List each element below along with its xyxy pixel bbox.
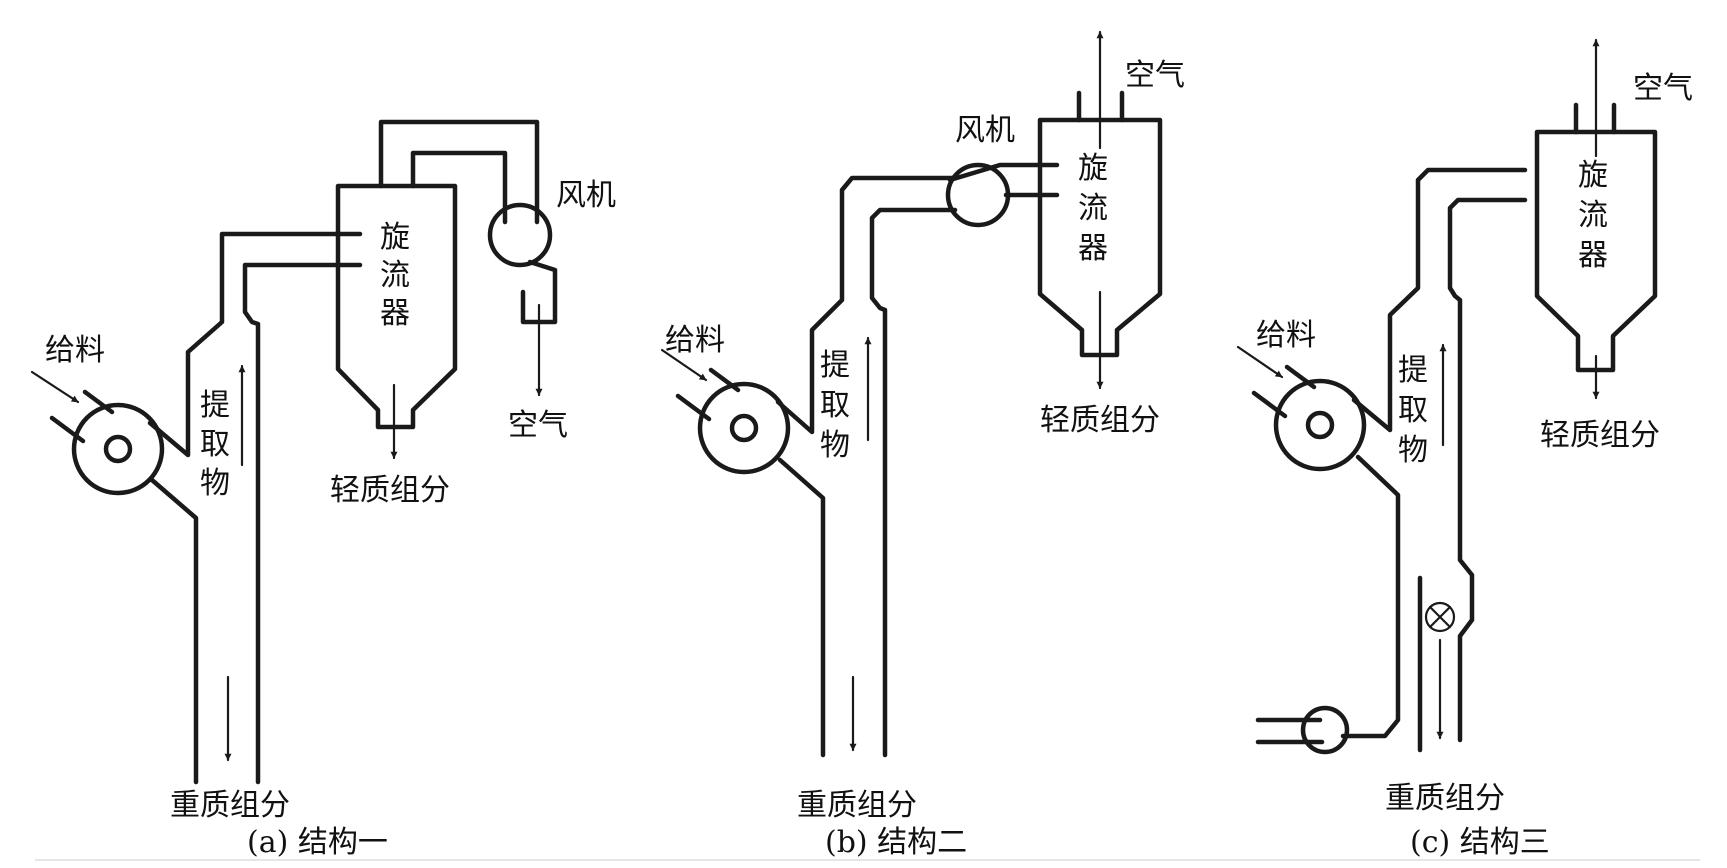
valve-c (1424, 601, 1456, 633)
heavy-label-b: 重质组分 (797, 788, 917, 823)
feed-valve-b (697, 381, 791, 475)
feed-valve-hub-c (1305, 410, 1335, 440)
caption-a: (a) 结构一 (247, 825, 388, 860)
air-label-b: 空气 (1125, 58, 1185, 93)
light-label-a: 轻质组分 (330, 473, 450, 508)
riser-right-wall-a (242, 262, 363, 785)
extract-char-b-1: 提 (820, 348, 850, 383)
fan-duct-outer-a (378, 119, 540, 225)
feed-arrow-c (1236, 345, 1284, 379)
caption-b: (b) 结构二 (825, 825, 967, 860)
cyclone-body-b (1037, 117, 1163, 358)
fan-label-b: 风机 (955, 113, 1015, 148)
feed-label-b: 给料 (665, 323, 725, 358)
feed-label-a: 给料 (45, 333, 105, 368)
riser-right-wall-c (1447, 197, 1528, 743)
extract-char-c-1: 提 (1398, 353, 1428, 388)
cyclone-char-a-2: 流 (380, 258, 410, 293)
cyclone-char-b-2: 流 (1078, 191, 1108, 226)
feed-inlet-wall-b2 (708, 367, 741, 393)
extract-char-b-2: 取 (820, 388, 850, 423)
panel-c: 给料 空气 轻质组分 重质组分 提 取 物 旋 流 器 (c) 结构三 (1236, 38, 1693, 860)
extract-char-a-1: 提 (200, 388, 230, 423)
fan-outlet-a (520, 259, 558, 325)
feed-inlet-wall-a2 (82, 389, 115, 415)
cyclone-char-b-1: 旋 (1078, 151, 1108, 186)
downcomer-left-wall-b (777, 457, 826, 758)
cyclone-char-b-3: 器 (1078, 231, 1108, 266)
air-label-a: 空气 (508, 408, 568, 443)
feed-inlet-wall-c1 (1251, 390, 1288, 419)
fan-label-a: 风机 (556, 178, 616, 213)
panel-b: 给料 风机 空气 轻质组分 重质组分 提 取 物 旋 流 器 (b) 结构二 (660, 30, 1185, 860)
feed-inlet-wall-a1 (49, 415, 86, 444)
riser-left-wall-b (775, 175, 958, 435)
extract-char-c-3: 物 (1398, 433, 1428, 468)
extract-char-a-3: 物 (200, 466, 230, 501)
feed-valve-hub-a (103, 434, 133, 464)
cyclone-char-c-3: 器 (1578, 238, 1608, 273)
heavy-label-c: 重质组分 (1385, 781, 1505, 816)
valve-cross-2-c (1428, 605, 1452, 629)
cyclone-char-c-1: 旋 (1578, 158, 1608, 193)
cyclone-char-c-2: 流 (1578, 198, 1608, 233)
riser-left-wall-c (1351, 167, 1528, 433)
caption-c: (c) 结构三 (1410, 825, 1550, 860)
cyclone-char-a-3: 器 (380, 296, 410, 331)
extract-char-b-3: 物 (820, 428, 850, 463)
feed-valve-a (71, 402, 165, 496)
cyclone-body-c (1534, 129, 1658, 373)
light-label-c: 轻质组分 (1540, 418, 1660, 453)
downcomer-left-wall-a (149, 477, 199, 785)
heavy-label-a: 重质组分 (170, 788, 290, 823)
light-label-b: 轻质组分 (1040, 403, 1160, 438)
feed-arrow-a (30, 370, 80, 404)
extract-char-a-2: 取 (200, 427, 230, 462)
cyclone-body-a (335, 183, 458, 430)
panel-a: 给料 风机 空气 轻质组分 重质组分 提 取 物 旋 流 器 (a) 结构一 (30, 119, 616, 860)
feed-inlet-wall-b1 (675, 393, 712, 422)
fan-duct-inner-a (410, 150, 508, 225)
feed-valve-hub-b (729, 413, 759, 443)
feed-label-c: 给料 (1256, 318, 1316, 353)
feed-arrow-b (660, 348, 708, 382)
air-label-c: 空气 (1633, 71, 1693, 106)
riser-right-wall-b (869, 207, 958, 758)
cyclone-char-a-1: 旋 (380, 220, 410, 255)
downcomer-left-wall-c (1340, 454, 1401, 739)
fan-a (487, 202, 553, 268)
feed-inlet-wall-c2 (1284, 364, 1317, 390)
extract-char-c-2: 取 (1398, 393, 1428, 428)
fan-b (945, 162, 1011, 228)
blower-c (1300, 705, 1350, 755)
feed-valve-c (1273, 378, 1367, 472)
riser-left-wall-a (147, 231, 363, 458)
